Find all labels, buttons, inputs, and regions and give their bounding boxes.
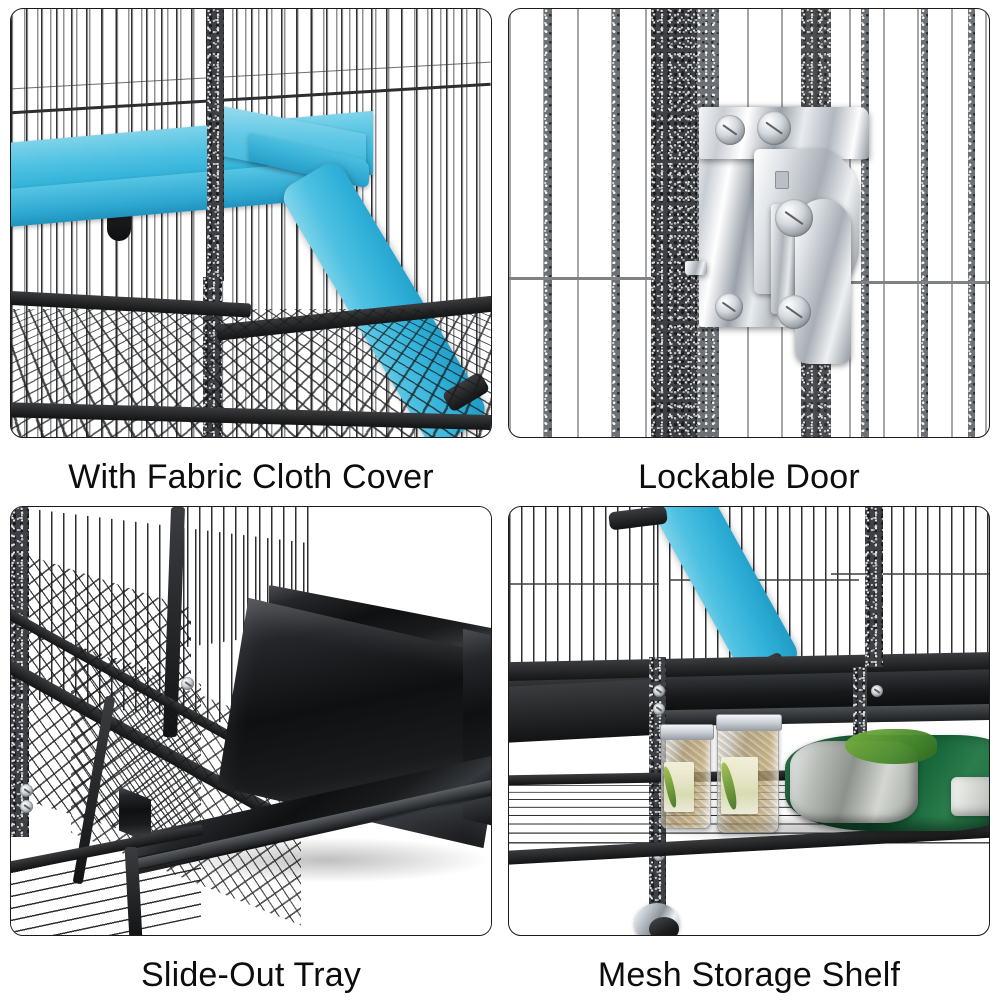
screw-icon: [20, 800, 33, 813]
feature-panel-lockable-door: Lockable Door: [508, 8, 990, 502]
jar-lid: [715, 714, 783, 732]
screw-icon: [653, 685, 665, 697]
tray-shadow: [161, 837, 491, 883]
feature-panel-fabric-cloth-cover: With Fabric Cloth Cover: [10, 8, 492, 502]
screw-icon: [653, 703, 665, 715]
lock-keyhole[interactable]: [777, 295, 811, 329]
jar-lid: [660, 724, 714, 740]
photo-slide-out-tray: [10, 506, 492, 936]
caption-lockable-door: Lockable Door: [638, 458, 860, 496]
cross-wire: [809, 281, 989, 284]
screw-icon: [20, 784, 33, 797]
cage-base-left-block: [509, 678, 657, 744]
caster-stem: [649, 877, 665, 911]
photo-mesh-storage-shelf: [508, 506, 990, 936]
wire-bar: [612, 9, 620, 437]
lock-notch: [775, 171, 789, 189]
screw-icon: [871, 685, 883, 697]
bedding-bag: [785, 729, 989, 831]
wire-bar: [968, 9, 975, 437]
caster-tire: [649, 917, 679, 935]
cross-wire: [831, 573, 989, 575]
caption-fabric-cloth-cover: With Fabric Cloth Cover: [68, 458, 434, 496]
lock-side-tab: [685, 261, 707, 275]
wire-bar: [861, 9, 869, 437]
lock-pivot: [775, 199, 813, 237]
wire-bar: [544, 9, 552, 437]
items-shadow: [659, 813, 989, 847]
cage-divider-post: [865, 507, 883, 667]
screw-icon: [757, 111, 791, 145]
caption-slide-out-tray: Slide-Out Tray: [140, 956, 362, 994]
seed-jar-left: [660, 724, 714, 829]
screw-icon: [715, 293, 743, 321]
photo-lockable-door: [508, 8, 990, 438]
wire-bar: [921, 9, 928, 437]
cage-bars-upper: [509, 507, 661, 667]
jar-label: [664, 762, 694, 813]
feature-panel-mesh-storage-shelf: Mesh Storage Shelf: [508, 506, 990, 1000]
jar-label: [720, 757, 758, 815]
hammertone-post: [207, 9, 224, 281]
photo-fabric-cloth-cover: [10, 8, 492, 438]
bag-leaf-graphic: [844, 729, 937, 764]
cross-wire: [509, 583, 659, 585]
door-frame-post: [651, 9, 697, 437]
cross-wire: [509, 277, 689, 280]
screw-icon: [715, 115, 745, 145]
seed-jar-right: [715, 714, 783, 833]
feature-panel-slide-out-tray: Slide-Out Tray: [10, 506, 492, 1000]
caption-mesh-storage-shelf: Mesh Storage Shelf: [597, 956, 901, 994]
cage-bars-right: [867, 507, 989, 659]
cross-wire: [669, 579, 859, 581]
screw-icon: [181, 677, 194, 690]
bag-seal: [950, 777, 989, 816]
